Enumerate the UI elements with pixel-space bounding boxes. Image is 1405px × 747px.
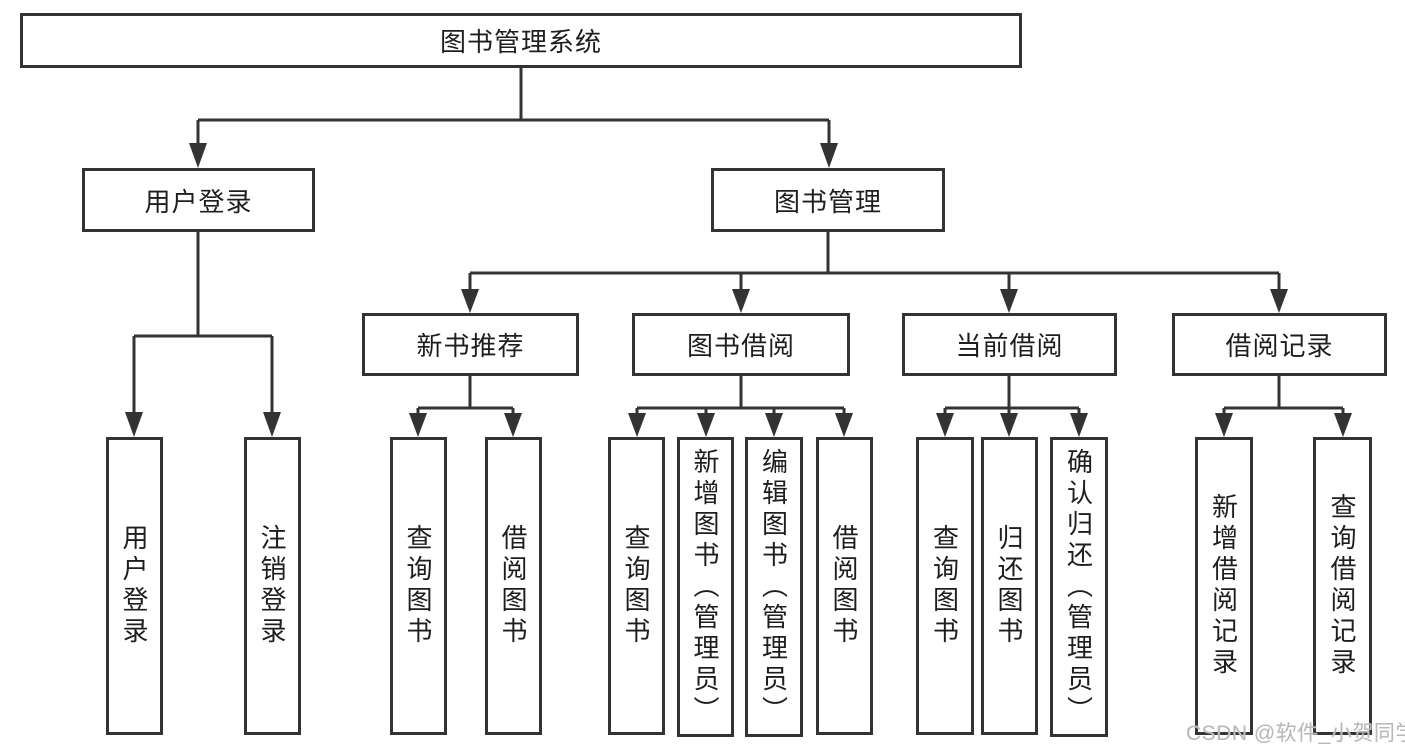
leaf-query-books-1: 查询图书 <box>390 437 447 735</box>
node-borrowing-records: 借阅记录 <box>1172 313 1387 376</box>
leaf-label: 新增借阅记录 <box>1208 493 1239 679</box>
node-label: 新书推荐 <box>416 331 525 361</box>
leaf-label: 查询借阅记录 <box>1327 493 1357 679</box>
csdn-watermark: CSDN @软件_小贺同学 <box>1186 722 1405 745</box>
leaf-label: 确认归还（管理员） <box>1063 447 1094 727</box>
leaf-borrow-books-2: 借阅图书 <box>816 437 873 735</box>
node-library-management-system: 图书管理系统 <box>20 13 1022 68</box>
node-current-borrowing: 当前借阅 <box>902 313 1117 376</box>
node-label: 用户登录 <box>144 186 253 217</box>
leaf-label: 归还图书 <box>994 524 1024 648</box>
node-label: 图书管理系统 <box>439 27 602 57</box>
node-label: 当前借阅 <box>955 331 1064 361</box>
node-book-management: 图书管理 <box>711 168 945 232</box>
leaf-label: 查询图书 <box>403 524 433 648</box>
leaf-borrow-books-1: 借阅图书 <box>485 437 542 735</box>
leaf-add-books-admin: 新增图书（管理员） <box>677 437 734 737</box>
leaf-return-books: 归还图书 <box>981 437 1038 735</box>
leaf-user-login: 用户登录 <box>106 437 163 735</box>
leaf-query-borrow-record: 查询借阅记录 <box>1313 437 1372 735</box>
leaf-label: 查询图书 <box>621 524 651 648</box>
node-user-login: 用户登录 <box>82 168 315 232</box>
leaf-label: 用户登录 <box>119 524 149 648</box>
leaf-label: 编辑图书（管理员） <box>758 447 789 727</box>
leaf-label: 新增图书（管理员） <box>690 447 720 727</box>
leaf-query-books-2: 查询图书 <box>608 437 665 735</box>
leaf-confirm-return-admin: 确认归还（管理员） <box>1050 437 1108 737</box>
node-label: 图书管理 <box>773 186 882 217</box>
leaf-label: 借阅图书 <box>498 524 528 648</box>
node-label: 借阅记录 <box>1225 331 1334 361</box>
leaf-logout: 注销登录 <box>244 437 301 735</box>
node-book-borrowing: 图书借阅 <box>632 313 850 376</box>
node-label: 图书借阅 <box>686 331 795 361</box>
leaf-label: 注销登录 <box>257 524 287 648</box>
node-new-book-recommendation: 新书推荐 <box>362 313 579 376</box>
leaf-add-borrow-record: 新增借阅记录 <box>1195 437 1253 735</box>
leaf-query-books-3: 查询图书 <box>916 437 974 735</box>
leaf-label: 借阅图书 <box>829 524 859 648</box>
leaf-edit-books-admin: 编辑图书（管理员） <box>745 437 803 737</box>
leaf-label: 查询图书 <box>929 524 960 648</box>
